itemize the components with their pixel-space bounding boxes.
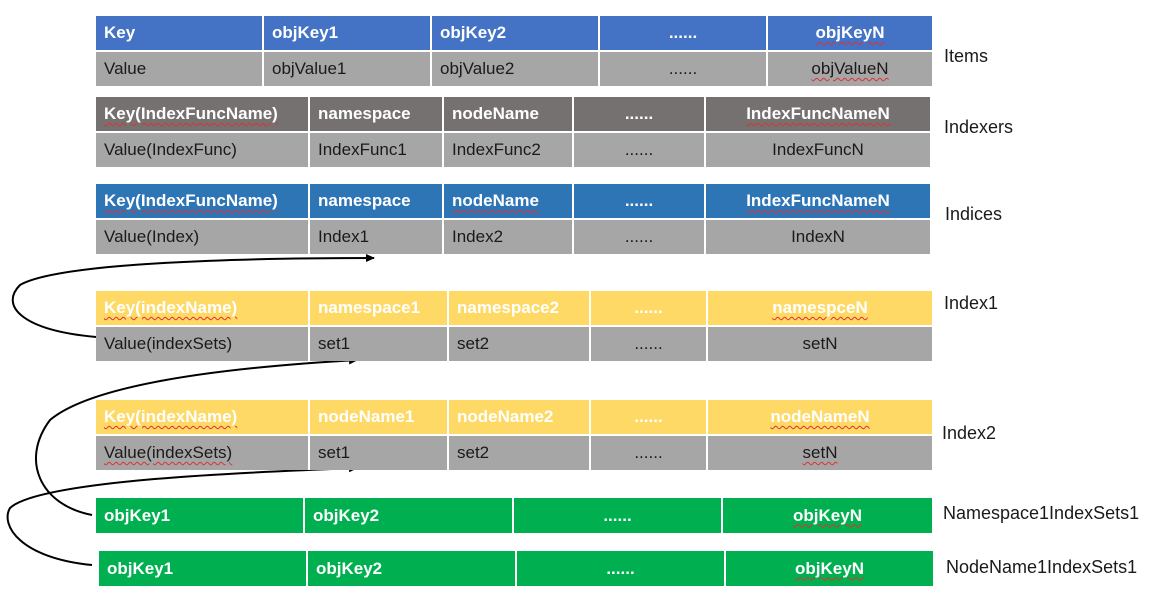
items-header-cell: objKeyN: [815, 23, 885, 42]
indexers-value-cell: IndexFuncN: [772, 140, 864, 159]
index2-header-cell: nodeNameN: [770, 407, 870, 426]
index1-header-cell: namespace1: [310, 291, 449, 325]
items-key-header: Key: [96, 16, 264, 50]
index2-value-cell: set2: [449, 436, 591, 470]
indices-key-header: Key(IndexFuncName): [96, 184, 310, 218]
arrow-nodename1indexsets1-to-index2-set1: [6, 464, 358, 566]
items-value-cell: objValue1: [264, 52, 432, 86]
index2-value-cell: setN: [802, 443, 838, 462]
indexers-value-label: Value(IndexFunc): [96, 133, 310, 167]
index1-value-cell: setN: [802, 334, 838, 353]
nodename1indexsets1-cell: objKeyN: [795, 558, 864, 578]
index1-value-label: Value(indexSets): [96, 327, 310, 361]
indexers-value-cell: IndexFunc1: [310, 133, 444, 167]
index2-value-cell: ......: [591, 436, 708, 470]
items-header-cell: objKey1: [264, 16, 432, 50]
index1-value-cell: ......: [591, 327, 708, 361]
indices-value-row: Value(Index) Index1 Index2 ...... IndexN: [96, 220, 930, 254]
indices-value-cell: IndexN: [791, 227, 845, 246]
items-header-row: Key objKey1 objKey2 ...... objKeyN: [96, 16, 932, 50]
namespace1indexsets1-row: objKey1 objKey2 ...... objKeyN: [96, 498, 932, 533]
nodename1indexsets1-cell: objKey2: [308, 551, 517, 586]
namespace1indexsets1-cell: objKey1: [96, 498, 305, 533]
items-header-cell: ......: [600, 16, 768, 50]
indexers-value-row: Value(IndexFunc) IndexFunc1 IndexFunc2 .…: [96, 133, 930, 167]
indexers-label: Indexers: [944, 117, 1014, 137]
items-value-label: Value: [96, 52, 264, 86]
index2-value-label: Value(indexSets): [96, 436, 310, 470]
index2-value-row: Value(indexSets) set1 set2 ...... setN: [96, 436, 932, 470]
nodename1indexsets1-cell: ......: [517, 551, 726, 586]
indices-header-cell: namespace: [310, 184, 444, 218]
indexers-value-cell: ......: [574, 133, 706, 167]
indices-header-cell: nodeName: [444, 184, 574, 218]
indices-header-row: Key(IndexFuncName) namespace nodeName ..…: [96, 184, 930, 218]
nodename1indexsets1-cell: objKey1: [99, 551, 308, 586]
index2-header-cell: nodeName2: [449, 400, 591, 434]
index1-value-cell: set1: [310, 327, 449, 361]
namespace1indexsets1-cell: ......: [514, 498, 723, 533]
items-header-cell: objKey2: [432, 16, 600, 50]
index1-header-cell: namespceN: [772, 298, 868, 317]
items-label: Items: [944, 46, 989, 66]
namespace1indexsets1-cell: objKeyN: [793, 505, 862, 525]
index1-value-cell: set2: [449, 327, 591, 361]
indexers-header-cell: namespace: [310, 97, 444, 131]
arrow-index1-to-indices: [11, 254, 375, 338]
namespace1indexsets1-cell: objKey2: [305, 498, 514, 533]
items-value-cell: objValue2: [432, 52, 600, 86]
indices-header-cell: ......: [574, 184, 706, 218]
indices-value-cell: Index2: [444, 220, 574, 254]
indexers-header-row: Key(IndexFuncName) namespace nodeName ..…: [96, 97, 930, 131]
index1-label: Index1: [944, 293, 999, 313]
indexers-header-cell: ......: [574, 97, 706, 131]
items-value-cell: ......: [600, 52, 768, 86]
index2-label: Index2: [942, 423, 997, 443]
indices-value-label: Value(Index): [96, 220, 310, 254]
indices-value-cell: ......: [574, 220, 706, 254]
index1-header-row: Key(indexName) namespace1 namespace2 ...…: [96, 291, 932, 325]
indexers-value-cell: IndexFunc2: [444, 133, 574, 167]
index2-key-header: Key(indexName): [96, 400, 310, 434]
index1-header-cell: ......: [591, 291, 708, 325]
indices-header-cell: IndexFuncNameN: [746, 191, 890, 210]
index2-header-row: Key(indexName) nodeName1 nodeName2 .....…: [96, 400, 932, 434]
indices-label: Indices: [945, 204, 1003, 224]
index1-value-row: Value(indexSets) set1 set2 ...... setN: [96, 327, 932, 361]
indexers-header-cell: nodeName: [444, 97, 574, 131]
index1-header-cell: namespace2: [449, 291, 591, 325]
indexers-header-cell: IndexFuncNameN: [746, 104, 890, 123]
index2-header-cell: ......: [591, 400, 708, 434]
index2-value-cell: set1: [310, 436, 449, 470]
nodename1indexsets1-label: NodeName1IndexSets1: [946, 557, 1138, 577]
nodename1indexsets1-row: objKey1 objKey2 ...... objKeyN: [99, 551, 933, 586]
items-value-row: Value objValue1 objValue2 ...... objValu…: [96, 52, 932, 86]
items-value-cell: objValueN: [811, 59, 889, 78]
index2-header-cell: nodeName1: [310, 400, 449, 434]
namespace1indexsets1-label: Namespace1IndexSets1: [943, 503, 1140, 523]
arrow-namespace1indexsets1-to-index1-set1: [34, 356, 358, 516]
indices-value-cell: Index1: [310, 220, 444, 254]
index1-key-header: Key(indexName): [96, 291, 310, 325]
indexers-key-header: Key(IndexFuncName): [96, 97, 310, 131]
